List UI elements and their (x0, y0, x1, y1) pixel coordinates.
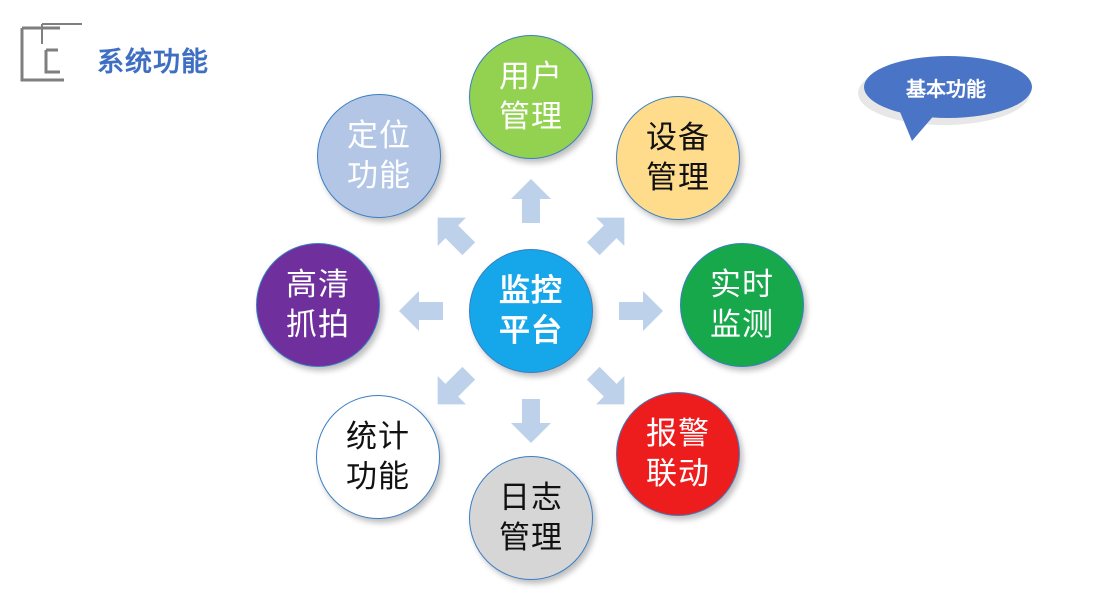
node-label: 管理 (646, 160, 710, 196)
node-user-management: 用户管理 (469, 35, 593, 159)
node-realtime-monitoring: 实时监测 (680, 243, 804, 367)
node-label: 监控 (499, 273, 563, 309)
direction-arrow (586, 366, 625, 405)
direction-arrow (399, 291, 443, 331)
logo-icon (20, 23, 82, 82)
node-alarm-linkage: 报警联动 (616, 392, 740, 516)
node-label: 功能 (347, 158, 411, 194)
speech-bubble-icon (858, 56, 1032, 141)
center-node-monitoring-platform: 监控平台 (469, 249, 593, 373)
direction-arrow (619, 291, 663, 331)
direction-arrow (586, 217, 625, 256)
node-statistics: 统计功能 (316, 395, 440, 519)
node-positioning: 定位功能 (317, 94, 441, 218)
node-label: 抓拍 (286, 307, 350, 343)
node-label: 定位 (347, 118, 411, 154)
node-label: 管理 (499, 520, 563, 556)
node-hd-capture: 高清抓拍 (256, 243, 380, 367)
arrow-group (399, 179, 663, 443)
node-label: 报警 (646, 416, 710, 452)
node-log-management: 日志管理 (469, 456, 593, 580)
node-label: 功能 (346, 459, 410, 495)
bubble-label: 基本功能 (906, 77, 986, 101)
node-label: 管理 (499, 99, 563, 135)
page-title: 系统功能 (97, 47, 209, 78)
direction-arrow (511, 399, 551, 443)
node-label: 统计 (346, 419, 410, 455)
node-label: 平台 (499, 313, 563, 349)
node-label: 用户 (499, 59, 563, 95)
node-label: 高清 (286, 267, 350, 303)
direction-arrow (437, 366, 476, 405)
direction-arrow (437, 217, 476, 256)
node-label: 联动 (646, 456, 710, 492)
node-label: 实时 (710, 267, 774, 303)
node-label: 监测 (710, 307, 774, 343)
node-label: 设备 (646, 120, 710, 156)
direction-arrow (511, 179, 551, 223)
node-device-management: 设备管理 (616, 96, 740, 220)
node-label: 日志 (499, 480, 563, 516)
